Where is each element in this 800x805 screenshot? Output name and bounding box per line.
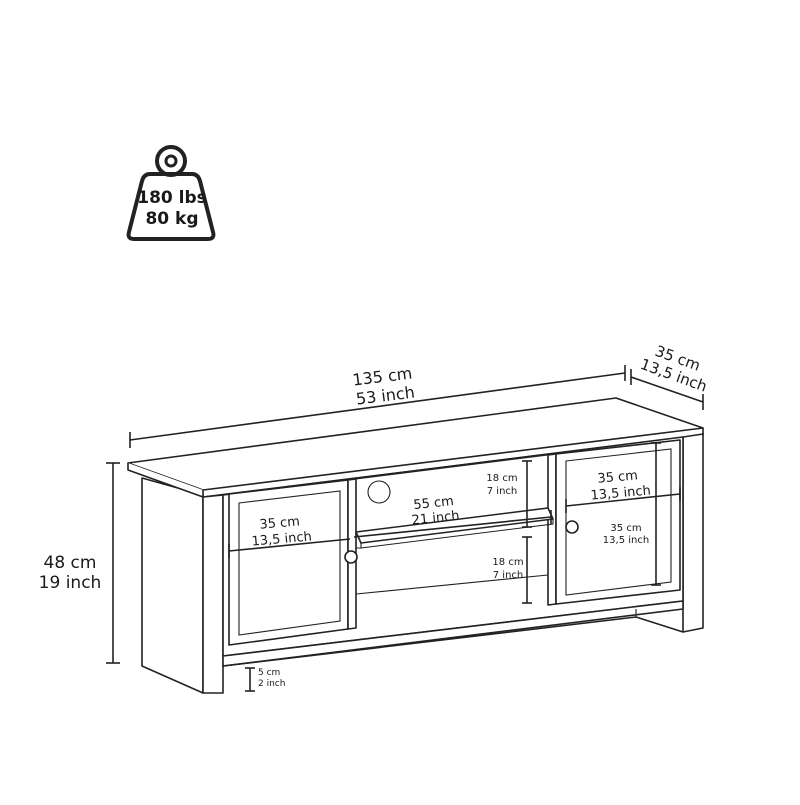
shelf-dimension-line (353, 510, 552, 538)
right-door-width-imperial-label: 13,5 inch (590, 483, 651, 503)
lower-compartment-imperial-label: 7 inch (493, 570, 524, 581)
leg-clearance-imperial-label: 2 inch (258, 679, 285, 689)
upper-compartment-dimension-line (522, 460, 532, 528)
weight-kg-label: 80 kg (145, 209, 198, 229)
lower-compartment-dimension-line (522, 536, 532, 604)
height-imperial-label: 19 inch (39, 573, 102, 593)
lower-compartment-metric-label: 18 cm (492, 557, 523, 568)
leg-clearance-dimension-line (245, 667, 255, 692)
right-door-width-metric-label: 35 cm (597, 468, 639, 486)
upper-compartment-metric-label: 18 cm (486, 473, 517, 484)
right-door-height-imperial-label: 13,5 inch (603, 535, 649, 546)
depth-dimension-line (630, 369, 704, 410)
left-door-imperial-label: 13,5 inch (251, 529, 312, 549)
right-door-height-metric-label: 35 cm (610, 523, 641, 534)
height-dimension-line (106, 462, 120, 664)
shelf-metric-label: 55 cm (413, 494, 455, 513)
right-door-width-dimension-line (565, 487, 681, 513)
weight-icon (126, 145, 216, 241)
left-door-dimension-line (228, 538, 351, 558)
right-door-height-dimension-line (651, 442, 661, 586)
shelf-imperial-label: 21 inch (411, 509, 460, 529)
tv-stand-drawing (127, 397, 704, 694)
height-metric-label: 48 cm (44, 553, 97, 573)
leg-clearance-metric-label: 5 cm (258, 668, 280, 678)
weight-lbs-label: 180 lbs (137, 188, 207, 208)
left-door-metric-label: 35 cm (259, 514, 301, 532)
width-dimension-line (129, 365, 626, 448)
upper-compartment-imperial-label: 7 inch (487, 486, 518, 497)
